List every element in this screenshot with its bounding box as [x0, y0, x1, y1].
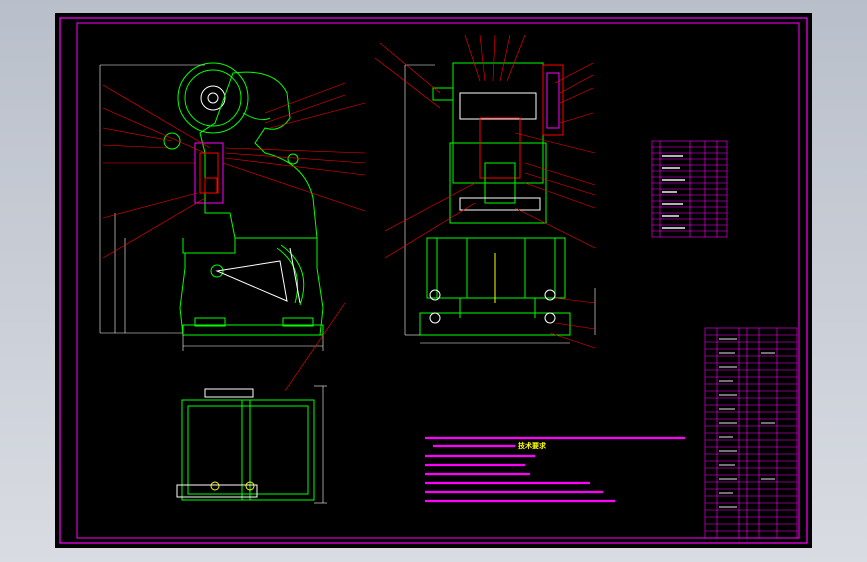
- outer-frame: [59, 17, 808, 544]
- side-leaders: [374, 34, 596, 349]
- side-view: [419, 62, 571, 336]
- side-dimensions: [404, 64, 596, 344]
- tech-notes: [425, 436, 685, 503]
- front-view: [163, 62, 324, 336]
- top-view: [176, 388, 315, 501]
- front-dimensions: [99, 64, 324, 351]
- inner-frame: [76, 22, 800, 539]
- parts-list-table: [651, 140, 728, 238]
- parts-list-text: [662, 155, 685, 229]
- tech-requirements-title: 技术要求: [518, 442, 546, 450]
- drawing-sheet[interactable]: 技术要求: [55, 13, 812, 548]
- top-dimensions: [314, 385, 327, 504]
- title-block-text: [719, 338, 775, 508]
- top-leader: [284, 302, 346, 392]
- front-leaders: [102, 82, 366, 259]
- drawing-canvas: [59, 17, 808, 544]
- title-block: [704, 327, 798, 539]
